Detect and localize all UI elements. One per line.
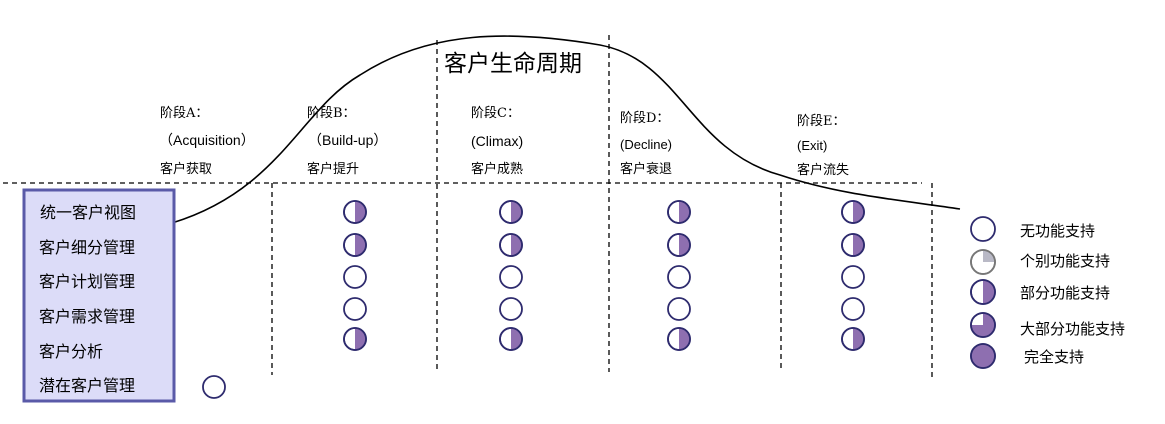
support-marker: [343, 233, 367, 257]
stage-e-label: 阶段E： (Exit) 客户流失: [797, 114, 849, 178]
diagram-title: 客户生命周期: [444, 51, 582, 77]
function-box: [22, 188, 176, 403]
stage-b-label: 阶段B： （Build-up） 客户提升: [307, 106, 387, 177]
stage-chinese: 客户流失: [797, 162, 849, 178]
lifecycle-curve: [171, 35, 961, 224]
legend-marker: [970, 343, 996, 369]
support-marker: [499, 327, 523, 351]
support-marker: [343, 297, 367, 321]
stage-chinese: 客户衰退: [620, 161, 672, 177]
stage-english: （Build-up）: [308, 132, 387, 148]
support-marker: [667, 233, 691, 257]
function-label: 统一客户视图: [40, 203, 136, 222]
stage-name: 阶段D：: [620, 111, 669, 126]
function-label: 潜在客户管理: [39, 376, 135, 395]
support-marker: [841, 297, 865, 321]
stage-chinese: 客户成熟: [471, 161, 523, 177]
stage-english: （Acquisition）: [159, 132, 255, 148]
stage-english: (Exit): [797, 138, 827, 153]
support-marker: [202, 375, 226, 399]
stage-english: (Climax): [471, 133, 523, 149]
legend-label: 完全支持: [1024, 348, 1084, 366]
legend-marker: [970, 279, 996, 305]
stage-c-label: 阶段C： (Climax) 客户成熟: [471, 106, 523, 177]
stage-chinese: 客户提升: [307, 161, 359, 177]
support-marker: [841, 265, 865, 289]
stage-name: 阶段E：: [797, 114, 846, 129]
stage-name: 阶段A：: [160, 106, 208, 121]
function-label: 客户需求管理: [39, 307, 135, 326]
stage-d-label: 阶段D： (Decline) 客户衰退: [620, 111, 672, 177]
legend-label: 部分功能支持: [1020, 284, 1110, 302]
legend-marker: [970, 312, 996, 338]
support-marker: [841, 327, 865, 351]
function-label: 客户分析: [39, 342, 103, 361]
support-marker: [667, 297, 691, 321]
function-label: 客户细分管理: [39, 238, 135, 257]
support-marker: [343, 327, 367, 351]
support-marker: [667, 200, 691, 224]
legend-marker: [970, 249, 996, 275]
support-marker: [499, 200, 523, 224]
stage-name: 阶段C：: [471, 106, 520, 121]
support-marker: [499, 233, 523, 257]
legend-label: 个别功能支持: [1020, 252, 1110, 270]
support-marker: [667, 265, 691, 289]
legend-label: 无功能支持: [1020, 222, 1095, 240]
function-label: 客户计划管理: [39, 272, 135, 291]
support-marker: [499, 265, 523, 289]
support-matrix: [202, 200, 865, 399]
legend-label: 大部分功能支持: [1020, 320, 1125, 338]
support-marker: [499, 297, 523, 321]
support-marker: [841, 233, 865, 257]
support-marker: [841, 200, 865, 224]
legend: [970, 216, 996, 369]
support-marker: [343, 200, 367, 224]
stage-english: (Decline): [620, 137, 672, 152]
stage-a-label: 阶段A： （Acquisition） 客户获取: [159, 106, 255, 177]
support-marker: [667, 327, 691, 351]
stage-chinese: 客户获取: [160, 161, 212, 177]
stage-name: 阶段B：: [307, 106, 356, 121]
support-marker: [343, 265, 367, 289]
legend-marker: [970, 216, 996, 242]
